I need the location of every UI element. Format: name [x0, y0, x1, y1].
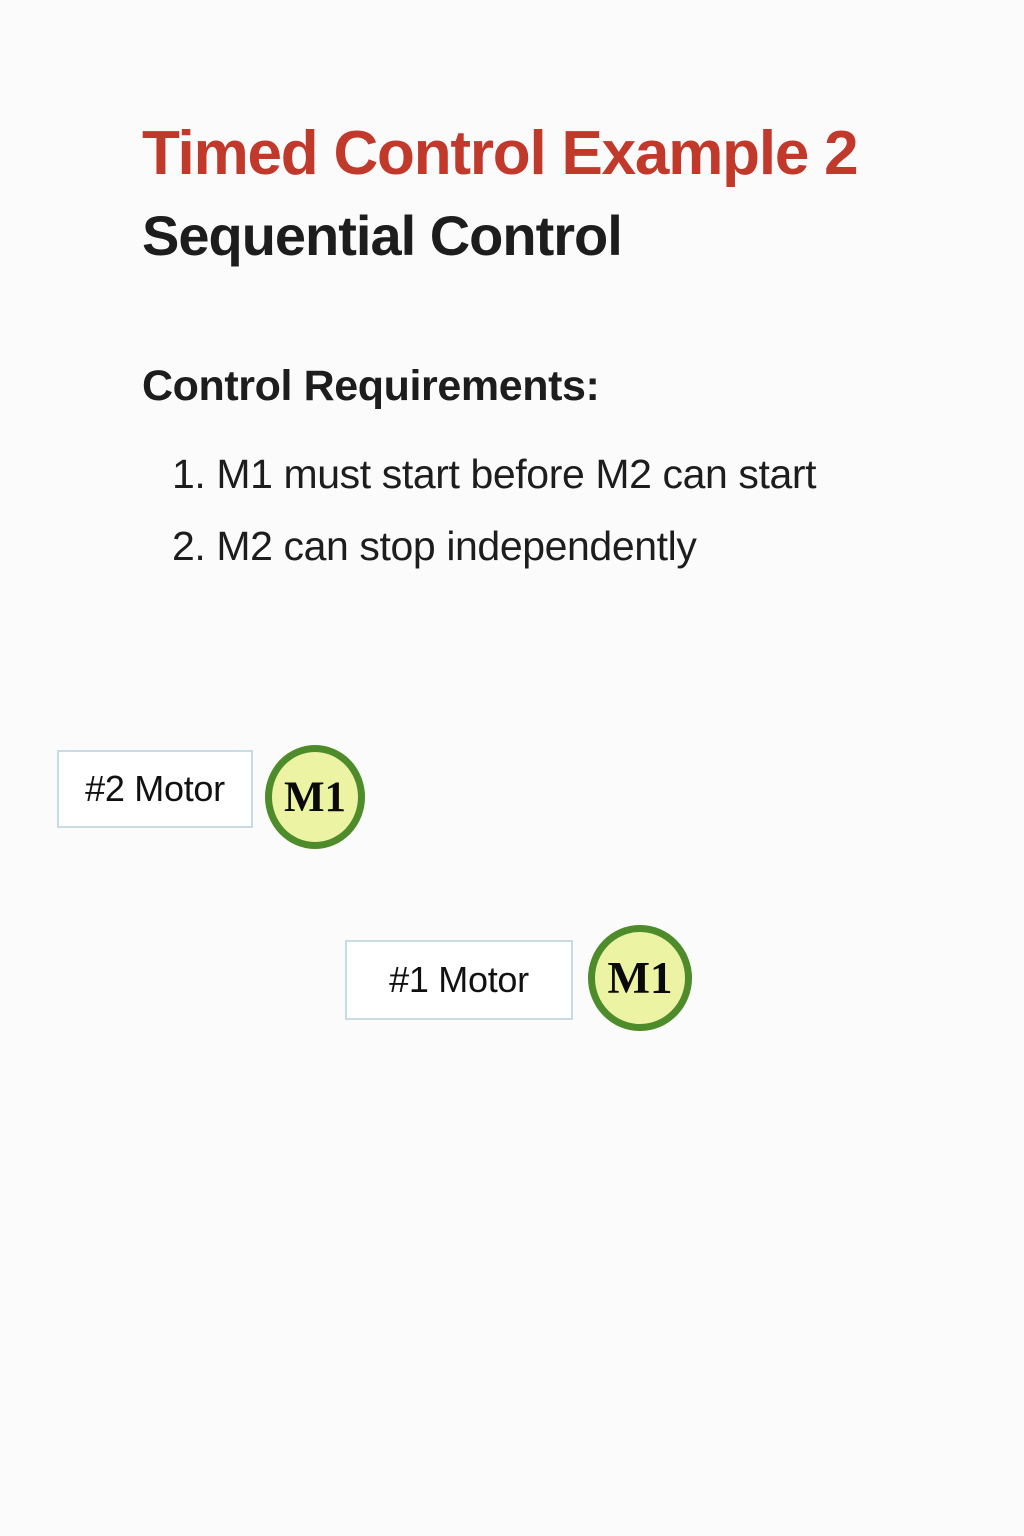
conveyor-diagram — [0, 600, 1024, 1120]
requirements-heading: Control Requirements: — [142, 362, 600, 410]
page-title: Timed Control Example 2 — [142, 119, 859, 188]
motor-ring-upper — [265, 745, 365, 849]
upper-motor-text: M1 — [283, 773, 347, 821]
requirements-list: 1. M1 must start before M2 can start 2. … — [172, 438, 992, 582]
page-subtitle: Sequential Control — [142, 204, 623, 267]
conveyor-diagram-svg — [0, 600, 1024, 1120]
lower-motor-label: #1 Motor — [345, 940, 573, 1020]
requirement-item-1: 1. M1 must start before M2 can start — [172, 451, 817, 497]
motor-circle-lower: M1 — [588, 925, 692, 1031]
requirement-item-2: 2. M2 can stop independently — [172, 523, 697, 569]
motor-ring-lower — [588, 925, 692, 1031]
upper-motor-label: #2 Motor — [57, 750, 253, 828]
motor-circle-upper: M1 — [265, 745, 365, 849]
lower-motor-text: M1 — [607, 953, 673, 1003]
